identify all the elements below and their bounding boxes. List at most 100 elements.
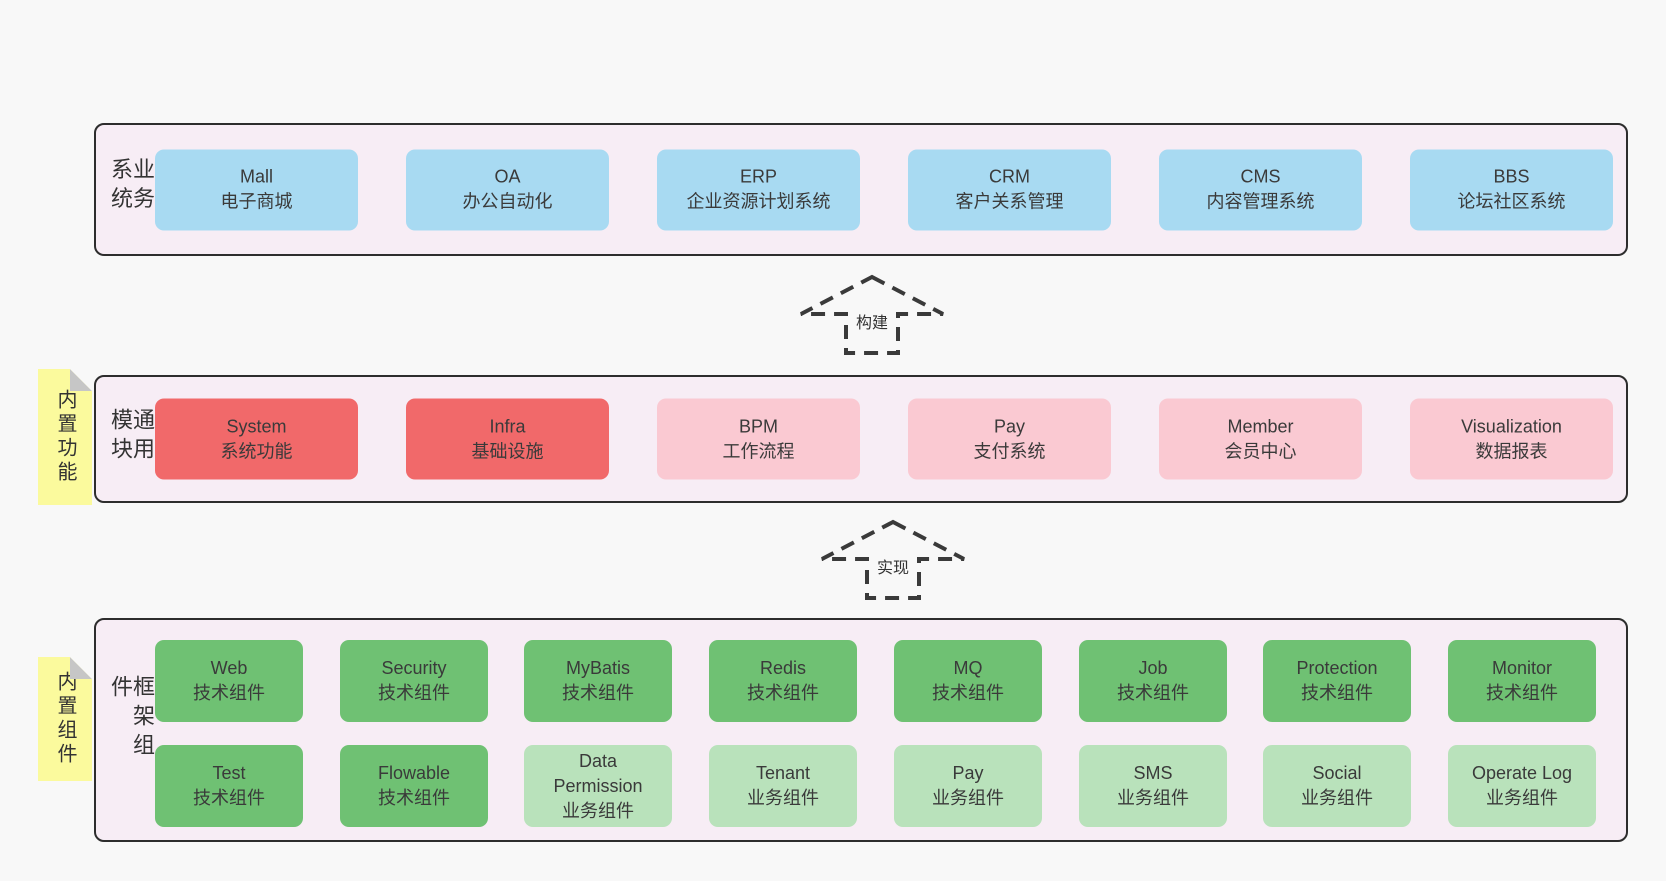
business-systems-boxes: Mall 电子商城 OA 办公自动化 ERP 企业资源计划系统 CRM 客户关系管理 CMS 内容…: [96, 125, 1626, 254]
box-name: Redis: [759, 658, 807, 678]
layer-business-systems-label: 业务系统: [108, 157, 155, 216]
box-desc: 业务组件: [562, 800, 634, 821]
up-arrow-dashed-icon: [800, 274, 944, 355]
box-mybatis: MyBatis 技术组件: [524, 640, 672, 722]
box-desc: 技术组件: [378, 788, 450, 808]
box-mq: MQ 技术组件: [894, 640, 1042, 722]
box-desc: 论坛社区系统: [1457, 191, 1566, 212]
box-desc: 内容管理系统: [1206, 191, 1315, 212]
box-mall: Mall 电子商城: [155, 149, 358, 230]
box-name: Protection: [1296, 658, 1378, 678]
box-desc: 业务组件: [1117, 788, 1189, 808]
box-name: SMS: [1133, 763, 1173, 783]
box-visualization: Visualization 数据报表: [1410, 398, 1613, 480]
build-arrow-label: 构建: [851, 308, 893, 334]
box-name: Operate Log: [1471, 763, 1573, 783]
box-bpm: BPM 工作流程: [657, 398, 860, 480]
implement-arrow: 实现: [818, 518, 968, 602]
box-name: Test: [212, 763, 246, 783]
box-desc: 技术组件: [1486, 683, 1558, 703]
box-desc: 客户关系管理: [955, 191, 1064, 212]
box-desc: 电子商城: [220, 191, 293, 212]
box-infra: Infra 基础设施: [406, 398, 609, 480]
box-pay: Pay 业务组件: [894, 745, 1042, 827]
box-name: OA: [494, 166, 521, 187]
box-desc: 技术组件: [932, 683, 1004, 703]
box-desc: 技术组件: [562, 683, 634, 703]
box-name: ERP: [739, 166, 777, 187]
box-desc: 技术组件: [1117, 683, 1189, 703]
box-security: Security 技术组件: [340, 640, 488, 722]
box-name: MyBatis: [565, 658, 630, 678]
box-erp: ERP 企业资源计划系统: [657, 149, 860, 230]
box-name: MQ: [953, 658, 983, 678]
box-oa: OA 办公自动化: [406, 149, 609, 230]
box-desc: 办公自动化: [462, 191, 553, 212]
box-name: Data Permission: [553, 750, 643, 796]
box-desc: 会员中心: [1224, 441, 1297, 461]
box-desc: 数据报表: [1475, 441, 1548, 461]
box-cms: CMS 内容管理系统: [1159, 149, 1362, 230]
box-name: Monitor: [1491, 658, 1553, 678]
box-desc: 业务组件: [747, 788, 819, 808]
box-name: Pay: [952, 763, 984, 783]
box-name: Infra: [489, 416, 526, 436]
layer-common-modules: 通用模块 System 系统功能 Infra 基础设施 BPM 工作流程 Pay 支付系统 Me…: [94, 375, 1628, 503]
box-flowable: Flowable 技术组件: [340, 745, 488, 827]
box-name: System: [226, 416, 287, 436]
sticky-note-builtin-components: 内置组件: [38, 657, 92, 781]
box-desc: 技术组件: [193, 683, 265, 703]
layer-framework-components-label: 框架组件: [108, 675, 155, 762]
box-name: Flowable: [377, 763, 451, 783]
box-name: BBS: [1493, 166, 1530, 187]
box-desc: 技术组件: [193, 788, 265, 808]
up-arrow-dashed-icon: [821, 519, 965, 600]
box-desc: 技术组件: [1301, 683, 1373, 703]
box-desc: 技术组件: [747, 683, 819, 703]
box-name: CRM: [989, 166, 1030, 187]
box-name: Job: [1138, 658, 1168, 678]
box-desc: 业务组件: [932, 788, 1004, 808]
box-web: Web 技术组件: [155, 640, 303, 722]
box-name: Social: [1312, 763, 1362, 783]
box-desc: 系统功能: [220, 441, 293, 461]
box-name: Pay: [993, 416, 1026, 436]
box-protection: Protection 技术组件: [1263, 640, 1411, 722]
layer-common-modules-label: 通用模块: [108, 408, 155, 466]
box-desc: 技术组件: [378, 683, 450, 703]
box-redis: Redis 技术组件: [709, 640, 857, 722]
box-desc: 工作流程: [722, 441, 795, 461]
implement-arrow-label: 实现: [872, 553, 914, 579]
box-name: Visualization: [1461, 416, 1562, 436]
box-desc: 业务组件: [1301, 788, 1373, 808]
box-desc: 支付系统: [973, 441, 1046, 461]
sticky-note-builtin-features: 内置功能: [38, 369, 92, 505]
box-desc: 企业资源计划系统: [686, 191, 831, 212]
box-data-permission: Data Permission 业务组件: [524, 745, 672, 827]
build-arrow: 构建: [797, 273, 947, 357]
box-name: Web: [210, 658, 248, 678]
box-system: System 系统功能: [155, 398, 358, 480]
box-desc: 基础设施: [471, 441, 544, 461]
box-monitor: Monitor 技术组件: [1448, 640, 1596, 722]
box-name: Security: [381, 658, 447, 678]
sticky-note-builtin-features-text: 内置功能: [54, 389, 76, 485]
box-tenant: Tenant 业务组件: [709, 745, 857, 827]
box-crm: CRM 客户关系管理: [908, 149, 1111, 230]
sticky-note-builtin-components-text: 内置组件: [54, 671, 76, 767]
box-pay: Pay 支付系统: [908, 398, 1111, 480]
box-job: Job 技术组件: [1079, 640, 1227, 722]
box-test: Test 技术组件: [155, 745, 303, 827]
box-name: BPM: [738, 416, 778, 436]
layer-business-systems: 业务系统 Mall 电子商城 OA 办公自动化 ERP 企业资源计划系统 CRM 客户关系管理…: [94, 123, 1628, 256]
box-name: CMS: [1240, 166, 1281, 187]
box-name: Mall: [239, 166, 273, 187]
box-sms: SMS 业务组件: [1079, 745, 1227, 827]
box-social: Social 业务组件: [1263, 745, 1411, 827]
box-name: Tenant: [755, 763, 811, 783]
